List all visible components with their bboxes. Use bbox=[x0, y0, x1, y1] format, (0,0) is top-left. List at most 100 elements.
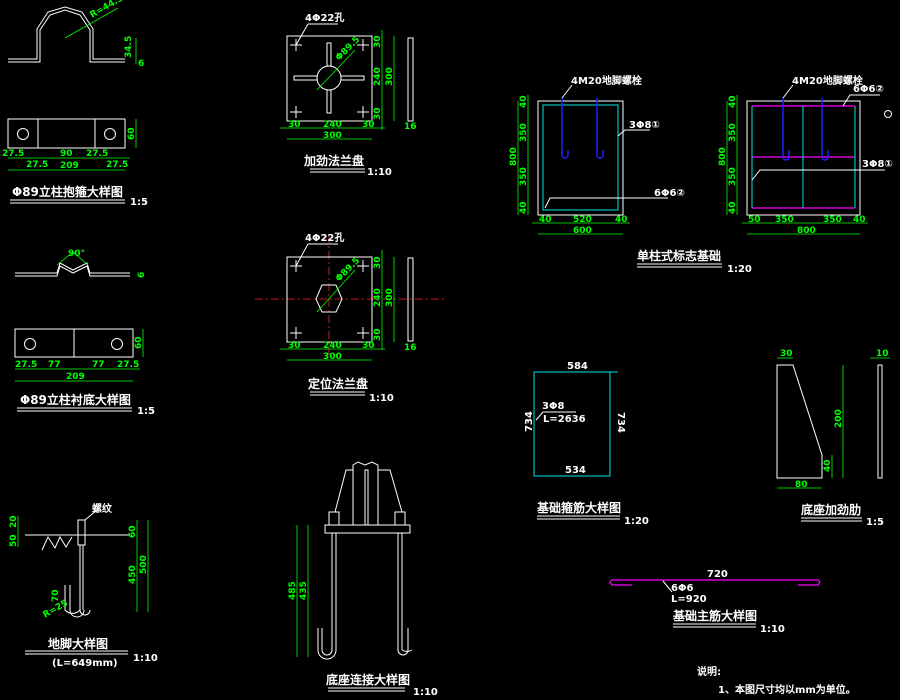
rib-thick: 10 bbox=[876, 349, 889, 359]
foundation-right-v1: 40 bbox=[728, 95, 738, 108]
foundation-right-bar2: 6Φ6② bbox=[853, 84, 884, 95]
hoop-scale: 1:5 bbox=[130, 197, 148, 208]
liner-title: Φ89立柱衬底大样图 bbox=[20, 392, 131, 407]
flange-pos-vt: 300 bbox=[385, 288, 395, 307]
rib-low: 40 bbox=[823, 459, 833, 472]
foundation-right-vt: 800 bbox=[718, 147, 728, 166]
main-bar-title: 基础主筋大样图 bbox=[672, 608, 757, 623]
flange-side-view bbox=[407, 257, 414, 342]
flange-plate bbox=[286, 256, 373, 343]
nut bbox=[328, 511, 340, 526]
liner-w4: 27.5 bbox=[117, 360, 139, 370]
foundation-right-v2: 350 bbox=[728, 123, 738, 142]
flange-stiff-c: 30 bbox=[362, 120, 375, 130]
liner-height: 60 bbox=[134, 336, 144, 349]
stiffener bbox=[326, 89, 332, 114]
foundation-left-v2: 350 bbox=[519, 123, 529, 142]
post-center bbox=[364, 469, 369, 526]
flange-pos-b: 240 bbox=[323, 341, 342, 351]
rib-shape bbox=[776, 364, 823, 479]
anchor-d20: 20 bbox=[9, 515, 19, 528]
dia-line bbox=[316, 49, 356, 91]
main-bar-bar: 6Φ6 bbox=[671, 583, 693, 594]
foundation-left-outline bbox=[537, 100, 624, 216]
leader bbox=[751, 169, 885, 181]
dia-line bbox=[316, 269, 356, 313]
flange-pos-holes: 4Φ22孔 bbox=[305, 231, 344, 244]
anchor-detail: 螺纹 20 50 60 450 500 70 R=25 地脚大样图 (L=649… bbox=[9, 502, 158, 669]
leader bbox=[617, 129, 650, 137]
rib-detail: 30 200 40 80 10 底座加劲肋 1:5 bbox=[776, 349, 890, 528]
anchor-bolts-right bbox=[782, 98, 829, 161]
base-conn-scale: 1:10 bbox=[413, 687, 438, 698]
foundation-left-h1: 40 bbox=[539, 215, 552, 225]
pipe-opening bbox=[315, 284, 343, 313]
foundation-detail: 4M20地脚螺栓 3Φ8① 6Φ6② 40 350 350 40 800 40 … bbox=[509, 74, 893, 275]
hoop-w4: 27.5 bbox=[86, 149, 108, 159]
stirrup-left: 734 bbox=[524, 411, 535, 432]
stirrup-length: L=2636 bbox=[543, 414, 586, 425]
bolt-holes bbox=[290, 39, 369, 118]
anchor-d60: 60 bbox=[128, 525, 138, 538]
rib-width: 80 bbox=[795, 480, 808, 490]
foundation-left-vt: 800 bbox=[509, 147, 519, 166]
main-bar-shape bbox=[609, 579, 821, 586]
leader bbox=[561, 84, 573, 99]
liner-w3: 77 bbox=[92, 360, 105, 370]
hoop-w1: 27.5 bbox=[2, 149, 24, 159]
bolt-hole bbox=[111, 338, 123, 350]
liner-w2: 77 bbox=[48, 360, 61, 370]
liner-profile-inner bbox=[15, 265, 130, 277]
main-bar-detail: 720 6Φ6 L=920 基础主筋大样图 1:10 bbox=[609, 569, 821, 635]
leader bbox=[84, 509, 98, 521]
foundation-left-v1: 40 bbox=[519, 95, 529, 108]
foundation-left-bar1: 3Φ8① bbox=[629, 120, 660, 131]
stirrup-shape bbox=[533, 371, 611, 477]
stirrup-bar: 3Φ8 bbox=[542, 401, 564, 412]
foundation-left-bar2: 6Φ6② bbox=[654, 188, 685, 199]
leader bbox=[782, 84, 794, 99]
flange-stiff-b: 240 bbox=[323, 120, 342, 130]
flange-side-view bbox=[407, 37, 414, 122]
stirrup-detail: 584 534 734 734 3Φ8 L=2636 基础箍筋大样图 1:20 bbox=[524, 361, 649, 527]
positioning-flange-detail: 4Φ22孔 Φ89.5 30 240 30 300 30 240 30 300 … bbox=[255, 231, 445, 404]
main-bar-scale: 1:10 bbox=[760, 624, 785, 635]
anchor-length: (L=649mm) bbox=[52, 658, 118, 669]
foundation-title: 单柱式标志基础 bbox=[637, 248, 721, 263]
flange-pos-total: 300 bbox=[323, 352, 342, 362]
foundation-left-bolt: 4M20地脚螺栓 bbox=[571, 74, 642, 87]
hoop-h2: 6 bbox=[138, 59, 144, 69]
hoop-w2: 27.5 bbox=[26, 160, 48, 170]
thread-section bbox=[77, 519, 86, 546]
stirrup-scale: 1:20 bbox=[624, 516, 649, 527]
leader bbox=[842, 94, 880, 107]
stiffened-flange-detail: 4Φ22孔 Φ89.5 30 240 30 300 30 240 30 300 … bbox=[280, 11, 417, 178]
leader bbox=[535, 411, 576, 421]
bolt-holes bbox=[290, 260, 369, 339]
anchor-d450: 450 bbox=[128, 565, 138, 584]
angle-dim bbox=[56, 251, 89, 266]
foundation-left-v4: 40 bbox=[519, 201, 529, 214]
leader bbox=[544, 197, 668, 209]
foundation-right-outline bbox=[746, 100, 861, 216]
flange-stiff-v2: 240 bbox=[373, 67, 383, 86]
hoop-w3: 90 bbox=[60, 149, 73, 159]
anchor-d500: 500 bbox=[139, 555, 149, 574]
foundation-left-h3: 40 bbox=[615, 215, 628, 225]
flange-pos-v3: 30 bbox=[373, 328, 383, 341]
liner-thick: 6 bbox=[137, 272, 147, 278]
foundation-scale: 1:20 bbox=[727, 264, 752, 275]
anchor-scale: 1:10 bbox=[133, 653, 158, 664]
foundation-right-bar1: 3Φ8① bbox=[862, 159, 893, 170]
hoop-total: 209 bbox=[60, 161, 79, 171]
foundation-right-v3: 350 bbox=[728, 167, 738, 186]
flange-pos-c: 30 bbox=[362, 341, 375, 351]
rib-scale: 1:5 bbox=[866, 517, 884, 528]
hoop-title: Φ89立柱抱箍大样图 bbox=[12, 184, 123, 199]
stiffener bbox=[293, 75, 318, 81]
base-conn-d485: 485 bbox=[288, 581, 298, 600]
flange-stiff-v1: 30 bbox=[373, 35, 383, 48]
flange-stiff-a: 30 bbox=[288, 120, 301, 130]
foundation-right-bolt: 4M20地脚螺栓 bbox=[792, 74, 863, 87]
